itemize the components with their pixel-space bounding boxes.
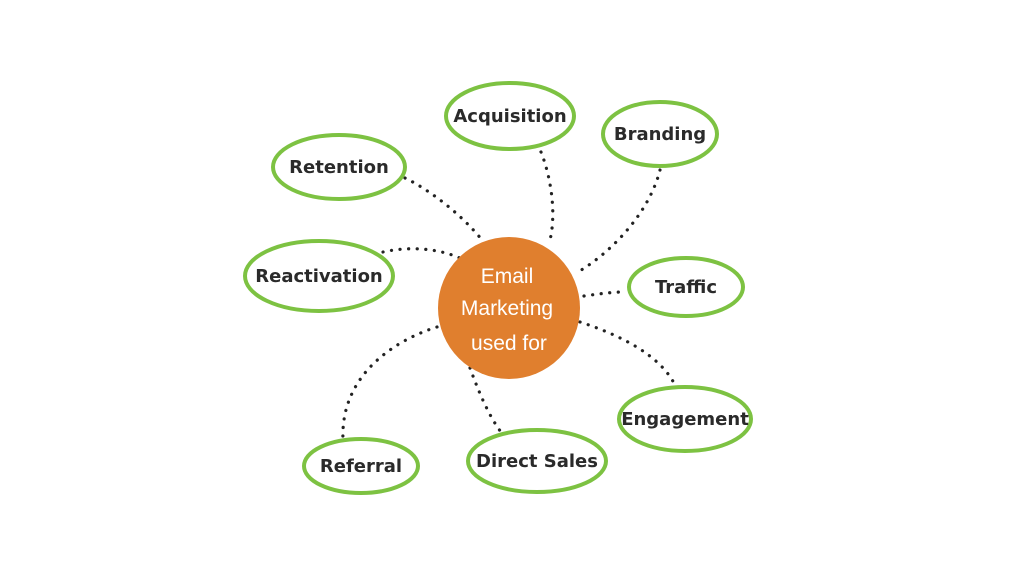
node-label-branding: Branding xyxy=(614,124,706,145)
connectors xyxy=(341,150,677,442)
connector-acquisition xyxy=(539,150,555,242)
node-reactivation: Reactivation xyxy=(243,239,395,313)
node-label-retention: Retention xyxy=(289,157,389,178)
connector-direct-sales xyxy=(468,366,507,439)
node-acquisition: Acquisition xyxy=(444,81,576,151)
connector-branding xyxy=(576,168,662,274)
node-branding: Branding xyxy=(601,100,719,168)
node-label-referral: Referral xyxy=(320,456,402,477)
node-direct-sales: Direct Sales xyxy=(466,428,608,494)
nodes: Acquisition Branding Retention Reactivat… xyxy=(243,81,753,495)
node-label-traffic: Traffic xyxy=(655,277,717,298)
connector-referral xyxy=(341,325,439,442)
center-node: Email Marketing used for xyxy=(438,237,580,379)
node-label-acquisition: Acquisition xyxy=(453,106,566,127)
node-retention: Retention xyxy=(271,133,407,201)
center-line-2: Marketing xyxy=(461,297,553,320)
connector-engagement xyxy=(578,320,677,387)
node-label-engagement: Engagement xyxy=(621,409,749,430)
node-engagement: Engagement xyxy=(617,385,753,453)
connector-reactivation xyxy=(381,247,466,262)
connector-traffic xyxy=(582,290,626,298)
node-label-direct-sales: Direct Sales xyxy=(476,451,598,472)
node-label-reactivation: Reactivation xyxy=(255,266,383,287)
node-referral: Referral xyxy=(302,437,420,495)
center-line-3: used for xyxy=(471,332,547,355)
center-line-1: Email xyxy=(481,265,534,288)
node-traffic: Traffic xyxy=(627,256,745,318)
connector-retention xyxy=(403,176,484,242)
